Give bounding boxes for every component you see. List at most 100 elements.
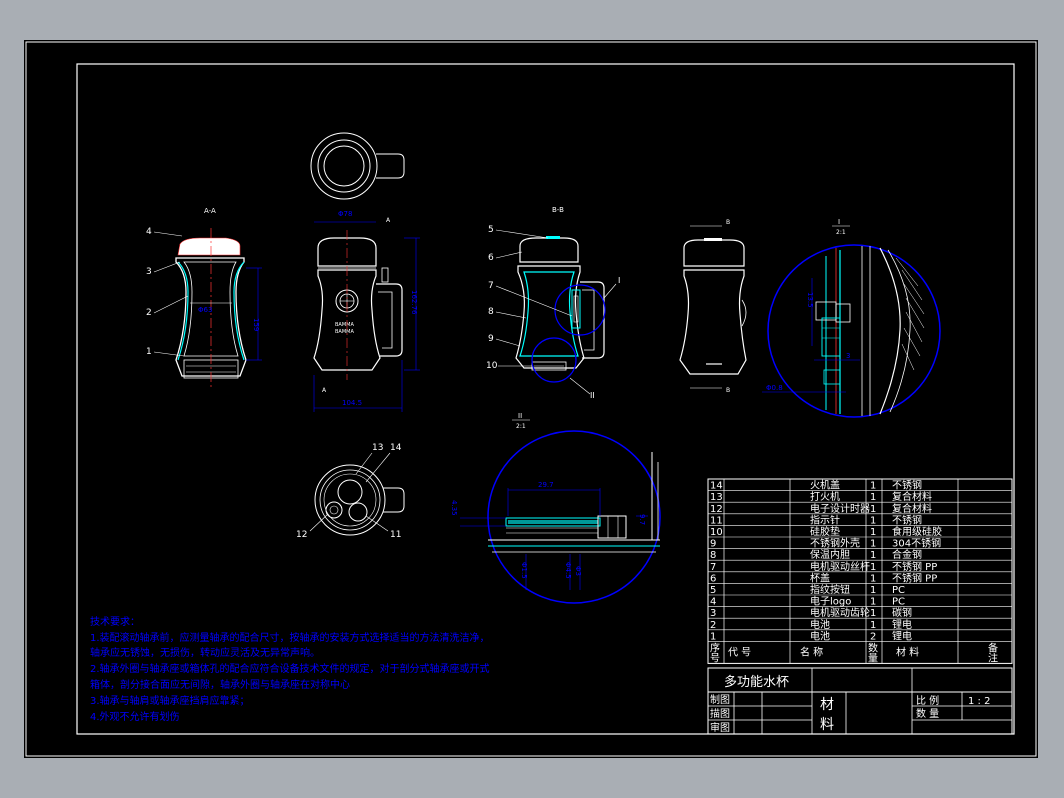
bom-cell-material: 不锈钢 PP — [892, 560, 937, 573]
dim-detail-v1: Φ1.5 — [520, 562, 528, 579]
bom-cell-material: 不锈钢 PP — [892, 571, 937, 584]
bom-cell-material: 食用级硅胶 — [892, 525, 942, 538]
bom-header-remark-2: 注 — [988, 651, 998, 664]
dim-inner-diameter: Φ63 — [198, 306, 212, 314]
bom-cell-no: 9 — [710, 539, 716, 550]
detail-ii-view: II 2:1 29.7 4.35 9.7 — [450, 412, 661, 604]
bom-cell-name: 不锈钢外壳 — [810, 537, 860, 550]
balloon-8: 8 — [488, 307, 494, 317]
bom-cell-name: 电池 — [810, 618, 830, 631]
bom-cell-qty: 1 — [870, 481, 876, 492]
tech-line-3: 2.轴承外圈与轴承座或箱体孔的配合应符合设备技术文件的规定，对于剖分式轴承座或开… — [90, 662, 490, 675]
bom-cell-name: 打火机 — [810, 490, 840, 503]
bom-cell-material: 不锈钢 — [892, 513, 922, 526]
bom-cell-name: 杯盖 — [810, 571, 830, 584]
bom-header-code: 代 号 — [728, 646, 751, 658]
dim-top-diameter: Φ78 — [338, 210, 352, 218]
balloon-13: 13 — [372, 443, 383, 453]
bom-cell-no: 10 — [710, 527, 723, 538]
detail-i-title: I — [838, 218, 840, 226]
view-mark-a-top: A — [386, 217, 391, 224]
bom-cell-no: 12 — [710, 504, 723, 515]
bom-header-material: 材 料 — [896, 645, 919, 658]
balloon-9: 9 — [488, 334, 494, 344]
bottom-view: 13 14 12 11 — [296, 443, 405, 540]
bom-cell-no: 11 — [710, 515, 723, 526]
balloon-7: 7 — [488, 281, 494, 291]
bom-cell-material: 合金钢 — [892, 548, 922, 561]
bom-cell-no: 5 — [710, 585, 716, 596]
label-material-2: 料 — [820, 717, 834, 733]
dim-detail-i-bottom: Φ0.8 — [766, 384, 783, 392]
bom-cell-material: 复合材料 — [892, 502, 932, 515]
dim-detail-v3: Φ3 — [574, 566, 582, 576]
top-view — [310, 132, 405, 200]
outer-frame — [25, 41, 1037, 757]
bom-cell-no: 14 — [710, 481, 723, 492]
bom-cell-name: 电子设计时器 — [810, 502, 870, 515]
bom-cell-qty: 1 — [870, 597, 876, 608]
drawing-title: 多功能水杯 — [724, 674, 789, 690]
balloon-11: 11 — [390, 530, 401, 540]
balloon-5: 5 — [488, 225, 494, 235]
dim-detail-v2: Φ4.5 — [564, 562, 572, 579]
balloon-callouts: 4 3 2 1 5 6 7 8 9 10 — [146, 225, 573, 371]
view-mark-a-bottom: A — [322, 387, 327, 394]
bom-cell-qty: 1 — [870, 620, 876, 631]
label-designed: 描图 — [710, 707, 730, 720]
detail-ii-marker: II — [590, 391, 595, 400]
section-a-view: A-A Φ63 159 — [175, 207, 262, 388]
label-reviewed: 审图 — [710, 721, 730, 734]
bom-header-remark: 备 — [988, 641, 998, 654]
dim-detail-height: 4.35 — [450, 500, 458, 516]
bom-cell-material: 锂电 — [892, 629, 912, 642]
bom-cell-no: 4 — [710, 597, 716, 608]
balloon-3: 3 — [146, 267, 152, 277]
section-b-view: B-B I II — [515, 206, 620, 400]
balloon-4: 4 — [146, 227, 152, 237]
bom-cell-name: 指纹按钮 — [810, 583, 850, 596]
balloon-2: 2 — [146, 308, 152, 318]
bom-cell-material: 304不锈钢 — [892, 537, 941, 550]
tech-line-6: 4.外观不允许有划伤 — [90, 710, 180, 723]
tech-line-2: 轴承应无锈蚀，无损伤，转动应灵活及无异常声响。 — [90, 646, 320, 659]
tech-line-5: 3.轴承与轴肩或轴承座挡肩应靠紧； — [90, 694, 250, 707]
bom-cell-name: 电子logo — [810, 595, 851, 608]
bom-cell-qty: 1 — [870, 515, 876, 526]
dim-detail-length: 29.7 — [538, 481, 554, 489]
dim-detail-right: 9.7 — [638, 514, 646, 525]
bom-cell-no: 3 — [710, 608, 716, 619]
bom-cell-no: 13 — [710, 492, 723, 503]
bom-cell-qty: 1 — [870, 492, 876, 503]
front-view: Φ78 A BAMMA BAMMA 162.76 104.5 A — [313, 210, 420, 412]
bom-cell-qty: 1 — [870, 562, 876, 573]
bom-cell-name: 电机驱动丝杆 — [810, 560, 870, 573]
bom-cell-material: PC — [892, 597, 905, 608]
bom-cell-material: 复合材料 — [892, 490, 932, 503]
bom-header-no-2: 号 — [710, 652, 720, 664]
detail-i-scale: 2:1 — [836, 229, 846, 236]
tech-line-1: 1.装配滚动轴承前，应测量轴承的配合尺寸，按轴承的安装方式选择适当的方法清洗洁净… — [90, 631, 490, 644]
dim-total-height: 162.76 — [410, 290, 418, 315]
bom-frame — [707, 478, 1013, 664]
bom-cell-qty: 2 — [870, 631, 876, 642]
bom-header-qty-2: 量 — [868, 652, 878, 664]
balloon-12: 12 — [296, 530, 307, 540]
bom-cell-no: 8 — [710, 550, 716, 561]
bom-cell-qty: 1 — [870, 608, 876, 619]
view-mark-b-top: B — [726, 219, 730, 226]
bom-cell-material: 不锈钢 — [892, 479, 922, 492]
balloon-14: 14 — [390, 443, 402, 453]
bom-cell-no: 2 — [710, 620, 716, 631]
dim-detail-i-small: 3 — [846, 352, 850, 360]
bom-cell-qty: 1 — [870, 539, 876, 550]
bom-cell-name: 电池 — [810, 629, 830, 642]
balloon-1: 1 — [146, 347, 152, 357]
bom-header-no: 序 — [710, 641, 720, 654]
bom-header-qty: 数 — [868, 641, 878, 654]
balloon-6: 6 — [488, 253, 494, 263]
bom-cell-qty: 1 — [870, 527, 876, 538]
bom-cell-material: PC — [892, 585, 905, 596]
